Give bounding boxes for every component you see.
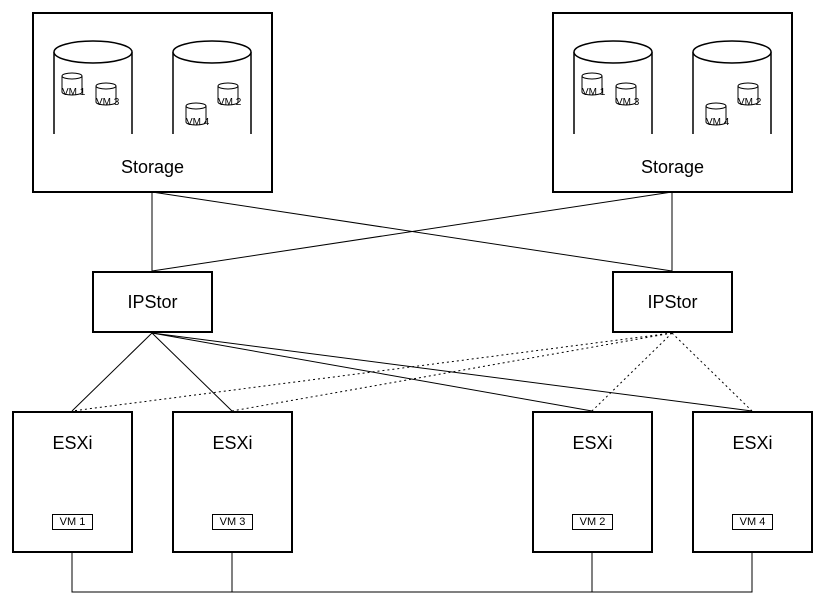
vm-disk-icon: VM 4 — [705, 102, 730, 128]
vm-label: VM 3 — [212, 514, 253, 530]
vm-disk-icon: VM 4 — [185, 102, 210, 128]
disk-vm-label: VM 3 — [96, 97, 120, 108]
vm-disk-icon: VM 1 — [581, 72, 606, 98]
link-ipstor2-esxi4 — [671, 332, 753, 412]
vm-label: VM 1 — [52, 514, 93, 530]
disk-vm-label: VM 1 — [582, 87, 606, 98]
vm-disk-icon: VM 2 — [737, 82, 762, 108]
storage-box: VM 1 VM 3 VM 4 VM — [552, 12, 793, 193]
link-ipstor1-esxi2 — [151, 332, 233, 412]
esxi-label: ESXi — [52, 433, 93, 453]
esxi-host: ESXi VM 2 — [532, 411, 653, 553]
link-ipstor1-esxi1 — [71, 332, 153, 412]
vm-label: VM 4 — [732, 514, 773, 530]
ipstor-box: IPStor — [612, 271, 733, 333]
disk-vm-label: VM 4 — [706, 117, 730, 128]
disk-icon: VM 4 VM 2 — [172, 40, 252, 134]
disk-icon: VM 1 VM 3 — [573, 40, 653, 134]
esxi-bus — [71, 552, 753, 593]
disk-vm-label: VM 2 — [218, 97, 242, 108]
esxi-label: ESXi — [212, 433, 253, 453]
link-ipstor2-esxi1 — [71, 332, 673, 412]
link-ipstor1-esxi3 — [151, 332, 593, 412]
esxi-host: ESXi VM 4 — [692, 411, 813, 553]
link-storage2-ipstor1 — [151, 191, 673, 272]
disk-vm-label: VM 3 — [616, 97, 640, 108]
storage-label: Storage — [120, 157, 185, 177]
esxi-label: ESXi — [572, 433, 613, 453]
vm-disk-icon: VM 3 — [95, 82, 120, 108]
disk-vm-label: VM 4 — [186, 117, 210, 128]
ipstor-box: IPStor — [92, 271, 213, 333]
link-ipstor1-esxi4 — [151, 332, 753, 412]
storage-disks: VM 1 VM 3 VM 4 VM — [53, 40, 252, 134]
ipstor-label: IPStor — [127, 292, 178, 312]
disk-vm-label: VM 1 — [62, 87, 86, 98]
disk-icon: VM 4 VM 2 — [692, 40, 772, 134]
esxi-host: ESXi VM 1 — [12, 411, 133, 553]
disk-icon: VM 1 VM 3 — [53, 40, 133, 134]
vm-disk-icon: VM 3 — [615, 82, 640, 108]
vm-label: VM 2 — [572, 514, 613, 530]
esxi-host: ESXi VM 3 — [172, 411, 293, 553]
ipstor-label: IPStor — [647, 292, 698, 312]
vm-disk-icon: VM 1 — [61, 72, 86, 98]
storage-box: VM 1 VM 3 VM 4 VM — [32, 12, 273, 193]
disk-vm-label: VM 2 — [738, 97, 762, 108]
vm-disk-icon: VM 2 — [217, 82, 242, 108]
esxi-label: ESXi — [732, 433, 773, 453]
link-ipstor2-esxi3 — [591, 332, 673, 412]
storage-label: Storage — [640, 157, 705, 177]
storage-disks: VM 1 VM 3 VM 4 VM — [573, 40, 772, 134]
